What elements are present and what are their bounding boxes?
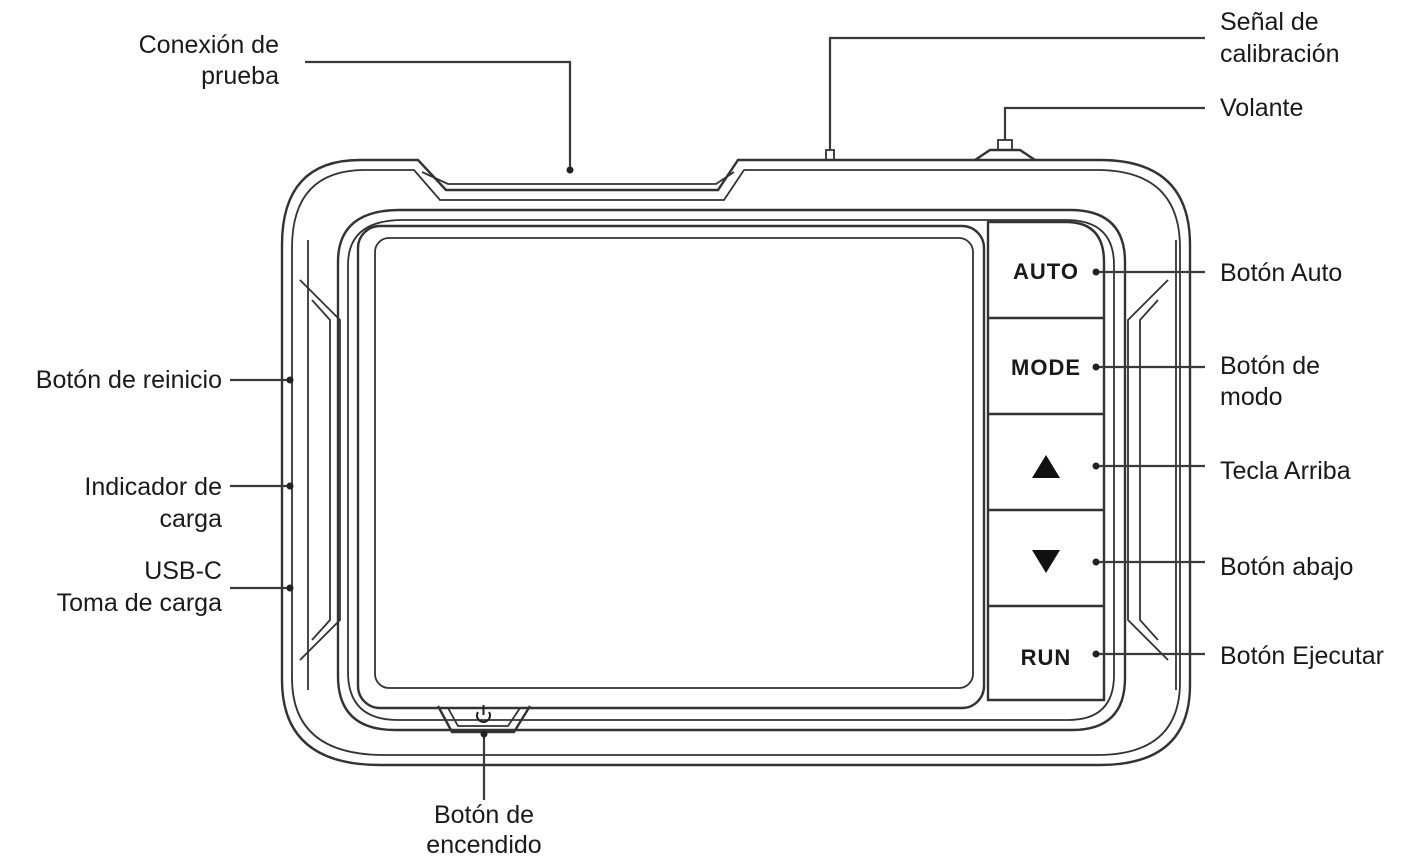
callout-down-button: Botón abajo bbox=[1220, 553, 1353, 581]
label-calibration-line2: calibración bbox=[1220, 40, 1340, 68]
auto-key[interactable]: AUTO bbox=[1013, 259, 1079, 284]
label-test-connection-line1: Conexión de bbox=[139, 31, 279, 59]
mode-key-label: MODE bbox=[1011, 355, 1081, 380]
label-test-connection-line2: prueba bbox=[201, 62, 279, 90]
label-power-line2: encendido bbox=[426, 831, 541, 859]
label-power-line1: Botón de bbox=[434, 801, 534, 829]
callout-run-button: Botón Ejecutar bbox=[1220, 642, 1384, 670]
label-up-key: Tecla Arriba bbox=[1220, 457, 1351, 485]
callout-usb-c: USB-C Toma de carga bbox=[57, 557, 222, 617]
callout-calibration-signal: Señal de calibración bbox=[1220, 8, 1340, 68]
label-mode-line2: modo bbox=[1220, 383, 1283, 411]
callout-charge-indicator: Indicador de carga bbox=[84, 473, 222, 533]
power-icon bbox=[476, 705, 491, 723]
label-usb-line1: USB-C bbox=[144, 557, 222, 585]
label-mode-line1: Botón de bbox=[1220, 352, 1320, 380]
mode-key[interactable]: MODE bbox=[1011, 355, 1081, 380]
callout-up-key: Tecla Arriba bbox=[1220, 457, 1351, 485]
label-wheel: Volante bbox=[1220, 94, 1303, 122]
label-charge-line2: carga bbox=[159, 505, 222, 533]
callout-mode-button: Botón de modo bbox=[1220, 352, 1320, 411]
callout-auto-button: Botón Auto bbox=[1220, 259, 1342, 287]
callout-reset-button: Botón de reinicio bbox=[36, 366, 222, 394]
run-key[interactable]: RUN bbox=[1021, 645, 1072, 670]
label-reset-button: Botón de reinicio bbox=[36, 366, 222, 394]
callout-power-button: Botón de encendido bbox=[426, 801, 541, 859]
label-run-button: Botón Ejecutar bbox=[1220, 642, 1384, 670]
label-down-button: Botón abajo bbox=[1220, 553, 1353, 581]
screen bbox=[356, 224, 986, 710]
triangle-up-icon bbox=[1032, 455, 1060, 478]
callout-test-connection: Conexión de prueba bbox=[139, 31, 279, 90]
callout-wheel: Volante bbox=[1220, 94, 1303, 122]
run-key-label: RUN bbox=[1021, 645, 1072, 670]
leader-lines bbox=[230, 36, 1205, 800]
button-column bbox=[986, 220, 1106, 702]
up-key[interactable] bbox=[1032, 455, 1060, 478]
label-calibration-line1: Señal de bbox=[1220, 8, 1319, 36]
device-body bbox=[280, 139, 1192, 767]
triangle-down-icon bbox=[1032, 550, 1060, 573]
auto-key-label: AUTO bbox=[1013, 259, 1079, 284]
down-key[interactable] bbox=[1032, 550, 1060, 573]
label-charge-line1: Indicador de bbox=[84, 473, 222, 501]
label-auto-button: Botón Auto bbox=[1220, 259, 1342, 287]
label-usb-line2: Toma de carga bbox=[57, 589, 222, 617]
power-key[interactable] bbox=[476, 705, 491, 723]
